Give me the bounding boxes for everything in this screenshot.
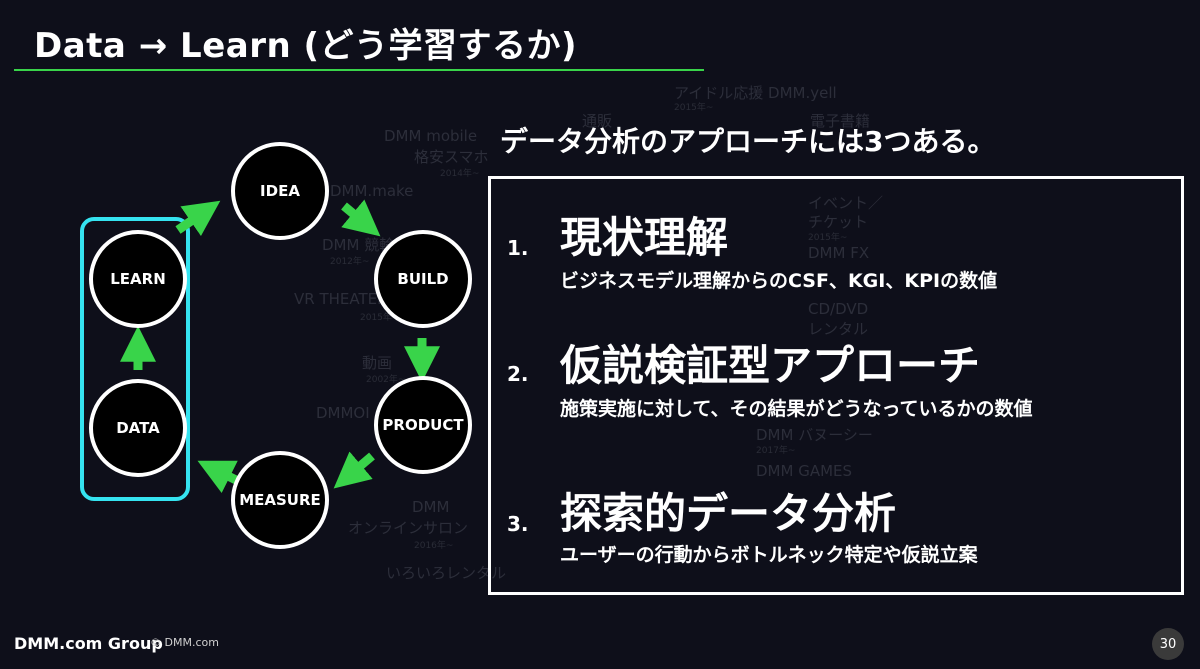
bg-word: オンラインサロン bbox=[348, 519, 469, 537]
bg-word: いろいろレンタル bbox=[386, 564, 507, 582]
bg-word: 2014年~ bbox=[440, 169, 480, 179]
learn-data-highlight-box bbox=[80, 217, 190, 501]
arrow-idea-to-build bbox=[341, 199, 381, 237]
bg-word: 格安スマホ bbox=[414, 148, 489, 166]
bg-word: 通販 bbox=[582, 112, 613, 130]
approach-title: 現状理解 bbox=[560, 213, 729, 262]
cycle-node-product: PRODUCT bbox=[374, 376, 472, 474]
bg-word: DMM.make bbox=[330, 182, 414, 200]
bg-word: 2012年~ bbox=[330, 257, 370, 267]
bg-word: DMMOI bbox=[316, 404, 370, 422]
cycle-node-data: DATA bbox=[89, 379, 187, 477]
bg-word: DMM mobile bbox=[384, 127, 478, 145]
bg-word: アイドル応援 DMM.yell bbox=[674, 84, 837, 102]
arrow-learn-to-idea bbox=[175, 200, 221, 237]
bg-word: 2002年~ bbox=[366, 375, 406, 385]
bg-word: 電子書籍 bbox=[810, 112, 871, 130]
bg-word: VR THEATER bbox=[294, 290, 388, 308]
slide-title: Data → Learn (どう学習するか) bbox=[34, 26, 578, 66]
cycle-node-build: BUILD bbox=[374, 230, 472, 328]
approach-title: 探索的データ分析 bbox=[560, 489, 897, 538]
approach-number: 2. bbox=[507, 362, 529, 386]
copyright: © DMM.com bbox=[150, 636, 219, 649]
approach-number: 3. bbox=[507, 512, 529, 536]
bg-word: DMM FX bbox=[808, 244, 870, 262]
cycle-node-measure: MEASURE bbox=[231, 451, 329, 549]
company-logo: DMM.com Group bbox=[14, 634, 163, 653]
arrow-product-to-measure bbox=[333, 451, 375, 489]
bg-word: CD/DVD bbox=[808, 300, 869, 318]
bg-word: 2015年~ bbox=[674, 103, 714, 113]
cycle-node-idea: IDEA bbox=[231, 142, 329, 240]
approach-title: 仮説検証型アプローチ bbox=[560, 341, 981, 390]
bg-word: 動画 bbox=[362, 354, 393, 372]
bg-word: イベント／ bbox=[808, 194, 884, 212]
bg-word: チケット bbox=[808, 213, 869, 231]
bg-word: DMM bbox=[412, 498, 450, 516]
bg-word: 2017年~ bbox=[756, 446, 796, 456]
cycle-node-learn: LEARN bbox=[89, 230, 187, 328]
approach-number: 1. bbox=[507, 236, 529, 260]
bg-word: 2015年~ bbox=[360, 313, 400, 323]
bg-word: DMM GAMES bbox=[756, 462, 853, 480]
approach-description: 施策実施に対して、その結果がどうなっているかの数値 bbox=[560, 398, 1033, 420]
approach-description: ユーザーの行動からボトルネック特定や仮説立案 bbox=[560, 544, 978, 566]
bg-word: 2015年~ bbox=[808, 233, 848, 243]
approaches-panel bbox=[488, 176, 1184, 595]
intro-text: データ分析のアプローチには3つある。 bbox=[500, 125, 996, 158]
page-number: 30 bbox=[1152, 628, 1184, 660]
bg-word: DMM バヌーシー bbox=[756, 426, 873, 444]
bg-word: DMM 競輪 bbox=[322, 236, 395, 254]
approach-description: ビジネスモデル理解からのCSF、KGI、KPIの数値 bbox=[560, 270, 998, 292]
bg-word: レンタル bbox=[808, 320, 869, 338]
title-underline bbox=[14, 69, 704, 71]
bg-word: 2016年~ bbox=[414, 541, 454, 551]
